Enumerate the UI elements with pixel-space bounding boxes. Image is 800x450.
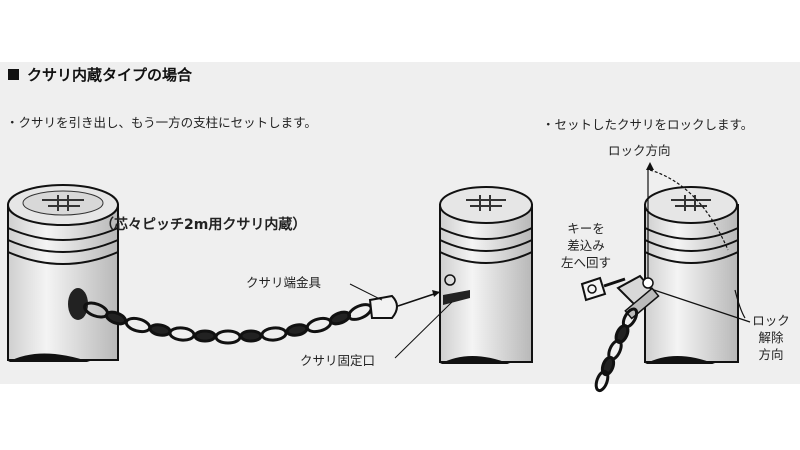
unlock-direction-line: ロック (752, 313, 790, 328)
key-instruction-label: キーを 差込み 左へ回す (556, 220, 616, 271)
chain-fixing-port-label: クサリ固定口 (300, 353, 376, 368)
unlock-direction-label: ロック 解除 方向 (744, 312, 798, 363)
leader-chain-end (349, 283, 383, 301)
lock-chain (594, 307, 639, 393)
left-post (7, 184, 119, 362)
unlock-direction-line: 方向 (758, 347, 784, 362)
key-icon (580, 276, 626, 302)
lock-direction-label: ロック方向 (608, 143, 671, 158)
leader-fixing-port (394, 301, 453, 359)
left-instruction: ・クサリを引き出し、もう一方の支柱にセットします。 (6, 115, 317, 130)
right-instruction: ・セットしたクサリをロックします。 (542, 117, 754, 132)
right-post (644, 186, 739, 364)
unlock-direction-line: 解除 (758, 330, 784, 345)
left-post-cap-icon (42, 195, 84, 211)
key-instruction-line: 差込み (567, 238, 605, 253)
section-heading: クサリ内蔵タイプの場合 (8, 64, 192, 85)
key-instruction-line: 左へ回す (560, 255, 611, 270)
chain-end-fitting-label: クサリ端金具 (246, 275, 322, 290)
chain-end-fitting (368, 294, 398, 319)
insert-arrowhead (432, 290, 440, 297)
insert-arrow (397, 291, 441, 307)
chain (83, 301, 373, 345)
key-instruction-line: キーを (567, 221, 605, 236)
pitch-label: （芯々ピッチ2m用クサリ内蔵） (100, 217, 307, 233)
lock-direction-arrow (646, 162, 751, 323)
heading-text: クサリ内蔵タイプの場合 (27, 66, 193, 84)
padlock (616, 274, 660, 320)
square-bullet-icon (8, 69, 19, 80)
middle-post (439, 186, 533, 364)
